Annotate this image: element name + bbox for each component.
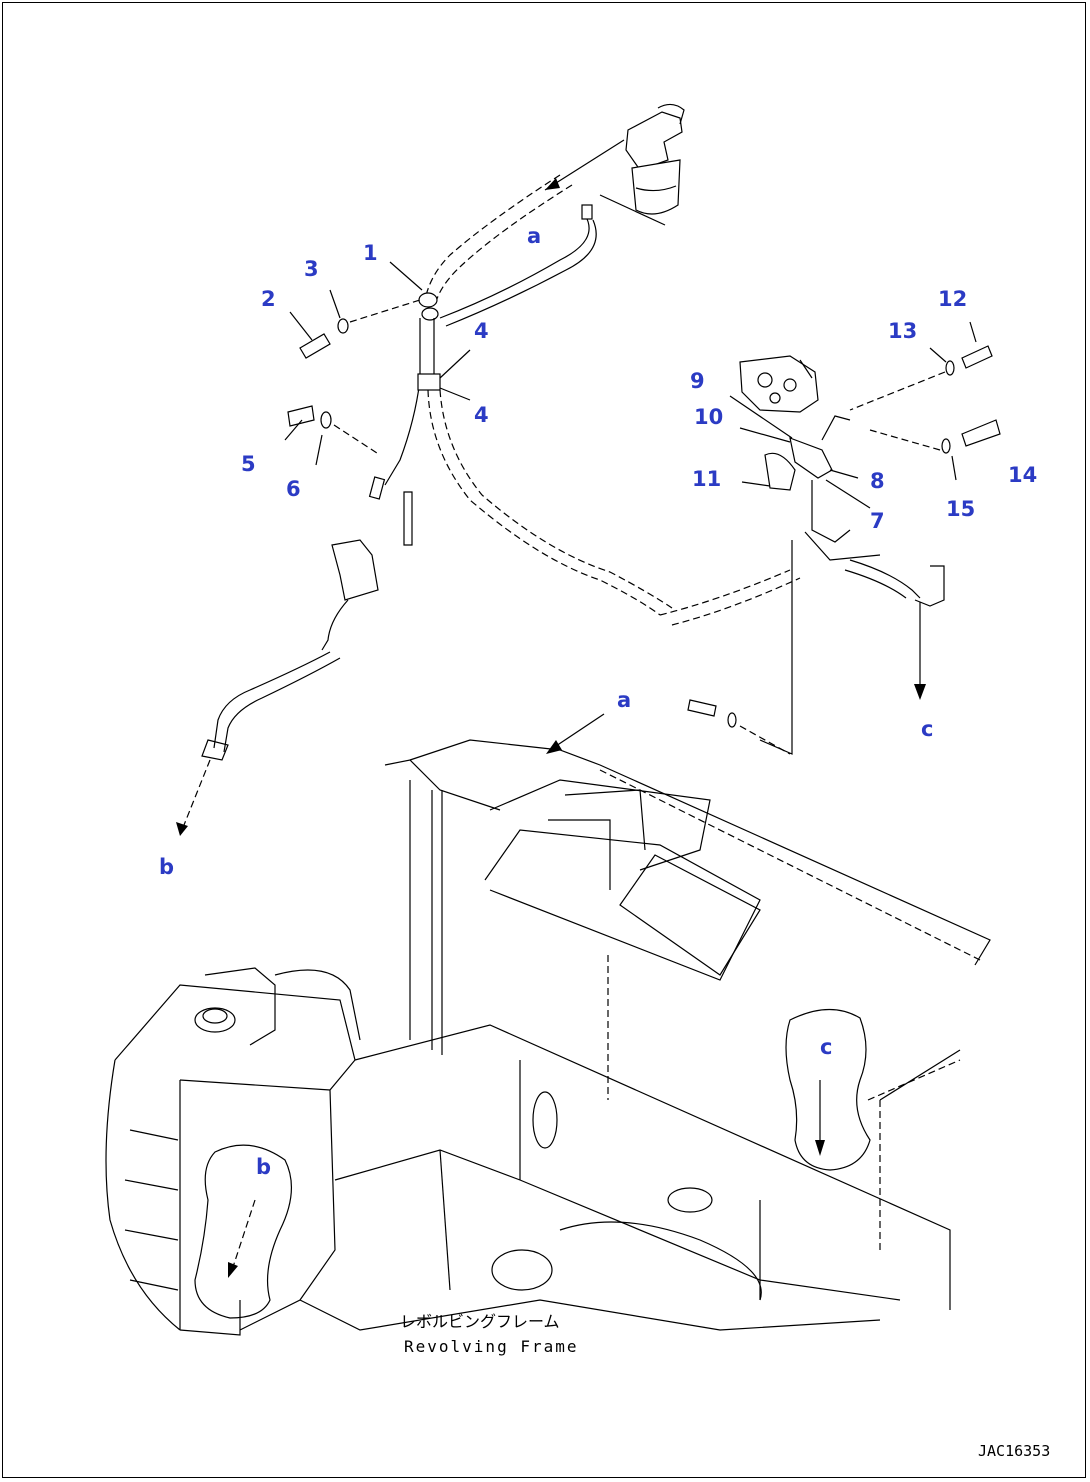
mounting-plate bbox=[384, 739, 991, 981]
bracket-7-8 bbox=[764, 415, 881, 561]
callout-12: 12 bbox=[938, 287, 967, 311]
ref-b-arrow: b bbox=[159, 855, 174, 879]
support-post bbox=[409, 780, 609, 1100]
bolt-5 bbox=[284, 405, 315, 441]
callout-1: 1 bbox=[363, 241, 378, 265]
hose-vertical bbox=[384, 318, 801, 626]
revolving-frame bbox=[299, 1024, 961, 1331]
callout-15: 15 bbox=[946, 497, 975, 521]
washer-15 bbox=[869, 429, 957, 481]
callout-2: 2 bbox=[261, 287, 276, 311]
caption-english: Revolving Frame bbox=[404, 1337, 579, 1356]
fuel-hose-upper bbox=[424, 174, 597, 327]
callout-7: 7 bbox=[870, 509, 885, 533]
callout-11: 11 bbox=[692, 467, 721, 491]
arrow-a-top bbox=[544, 139, 625, 191]
callout-9: 9 bbox=[690, 369, 705, 393]
drawing-number: JAC16353 bbox=[978, 1442, 1050, 1460]
ref-a-top: a bbox=[527, 224, 541, 248]
bolt-14 bbox=[961, 419, 1001, 447]
caption-japanese: レボルビングフレーム bbox=[400, 1312, 560, 1331]
tank-body bbox=[105, 967, 361, 1336]
washer-13 bbox=[849, 347, 955, 411]
bolt-12 bbox=[961, 321, 993, 369]
washer-6 bbox=[315, 411, 381, 466]
hose-to-b bbox=[176, 476, 413, 836]
clamp-4 bbox=[417, 349, 471, 401]
callout-6: 6 bbox=[286, 477, 301, 501]
ref-b-area: b bbox=[256, 1155, 271, 1179]
ref-c-area: c bbox=[820, 1035, 832, 1059]
callout-10: 10 bbox=[694, 405, 723, 429]
callout-8: 8 bbox=[870, 469, 885, 493]
bolt-lower bbox=[687, 699, 791, 755]
fitting-1 bbox=[389, 261, 439, 321]
ref-c-arrow: c bbox=[921, 717, 933, 741]
callout-4-upper: 4 bbox=[474, 319, 489, 343]
area-b-outline bbox=[194, 1144, 293, 1319]
leader-9-10-11 bbox=[729, 395, 871, 509]
bolt-2 bbox=[289, 311, 331, 359]
callout-13: 13 bbox=[888, 319, 917, 343]
filter-head-assembly bbox=[599, 103, 685, 226]
callout-4-lower: 4 bbox=[474, 403, 489, 427]
pipe-to-c bbox=[759, 540, 945, 755]
arrow-a-mid bbox=[546, 713, 605, 754]
callout-5: 5 bbox=[241, 452, 256, 476]
callout-14: 14 bbox=[1008, 463, 1037, 487]
callout-3: 3 bbox=[304, 257, 319, 281]
valve-block bbox=[739, 355, 819, 413]
washer-3 bbox=[329, 289, 421, 334]
area-c-outline bbox=[785, 1008, 871, 1171]
ref-a-mid: a bbox=[617, 688, 631, 712]
